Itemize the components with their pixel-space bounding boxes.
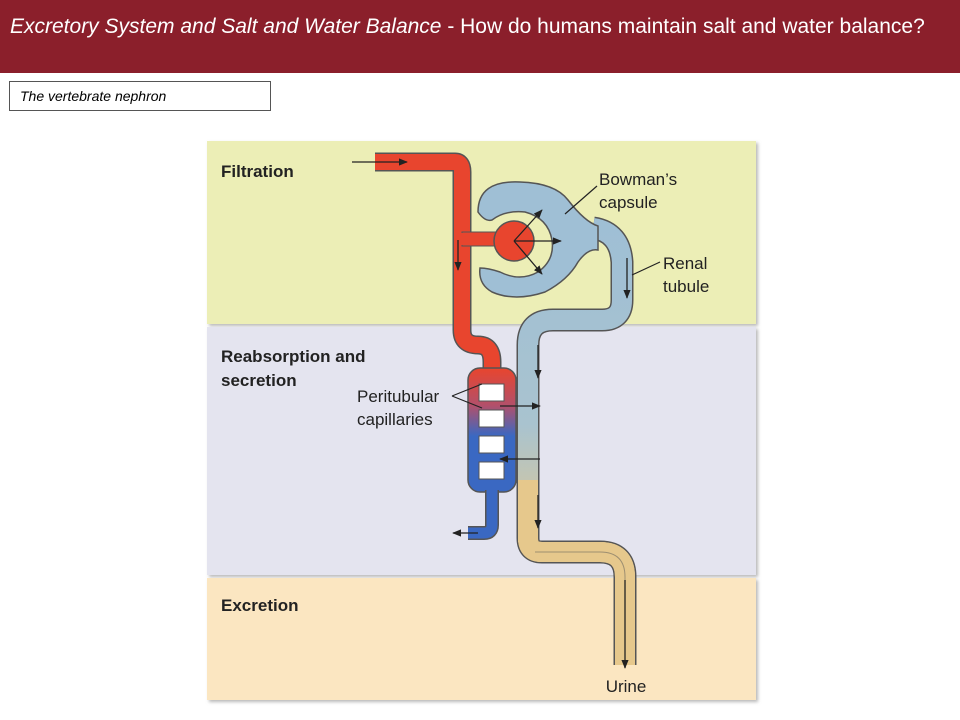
diagram-caption: The vertebrate nephron [9, 81, 271, 111]
capillary-window-4 [478, 461, 505, 480]
slide-title-italic: Excretory System and Salt and Water Bala… [10, 15, 442, 38]
reabsorption-label-line1: Reabsorption and [221, 347, 366, 366]
afferent-artery-fill [375, 154, 500, 372]
filtration-arrow-up [513, 209, 543, 242]
filtration-label: Filtration [221, 162, 294, 181]
capillary-window-3 [478, 435, 505, 454]
urine-label: Urine [606, 677, 647, 696]
vein-outflow-fill [468, 488, 498, 539]
renal-label-line2: tubule [663, 277, 709, 296]
excretion-label: Excretion [221, 596, 298, 615]
peritubular-leader-2 [451, 395, 483, 409]
capillary-window-1 [478, 383, 505, 402]
excretion-band [207, 578, 756, 700]
peritubular-leader-1 [451, 383, 483, 397]
renal-label-line1: Renal [663, 254, 707, 273]
tubule-inner-line [535, 551, 626, 662]
bowmans-leader [564, 185, 598, 215]
filtration-arrow-down [513, 240, 543, 275]
peritubular-label-line1: Peritubular [357, 387, 440, 406]
renal-leader [631, 261, 661, 276]
bowmans-label-line2: capsule [599, 193, 658, 212]
peritubular-label-line2: capillaries [357, 410, 433, 429]
capillary-window-2 [478, 409, 505, 428]
tubule-tan-overlay [518, 480, 538, 542]
slide-title-rest: - How do humans maintain salt and water … [441, 15, 925, 38]
bowmans-label-line1: Bowman’s [599, 170, 677, 189]
reabsorption-label-line2: secretion [221, 371, 297, 390]
slide-title: Excretory System and Salt and Water Bala… [0, 0, 960, 73]
